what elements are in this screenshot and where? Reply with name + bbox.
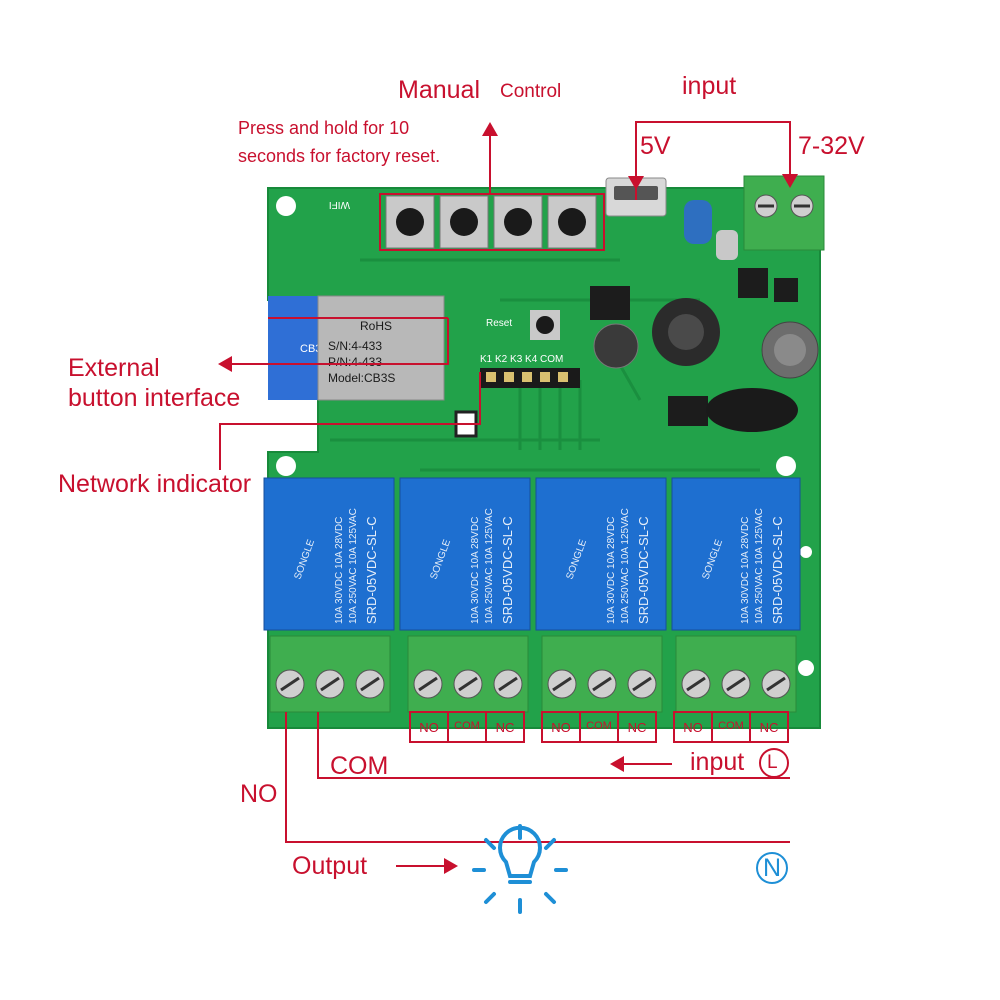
terminal-label-nc: NC	[627, 720, 647, 735]
terminal-label-nc: NC	[495, 720, 515, 735]
reset-instruction-line2: seconds for factory reset.	[238, 146, 441, 166]
annotation-lines	[218, 121, 798, 874]
terminal-label-com: COM	[586, 720, 612, 732]
neutral-symbol: N	[763, 854, 782, 882]
terminal-label-no: NO	[683, 720, 703, 735]
live-symbol: L	[767, 752, 778, 773]
manual-buttons	[385, 195, 597, 249]
light-bulb-icon	[472, 824, 568, 914]
relay-rating-text: 10A 30VDC 10A 28VDC	[334, 517, 345, 624]
push-button[interactable]	[439, 195, 489, 249]
screw-terminal-block	[675, 635, 797, 713]
relay-rating-text: 10A 250VAC 10A 125VAC	[484, 508, 495, 624]
reset-silkscreen: Reset	[486, 318, 512, 329]
relay-rating-text: 10A 250VAC 10A 125VAC	[620, 508, 631, 624]
input-top-label: input	[682, 72, 737, 100]
relay: SRD-05VDC-SL-C 10A 250VAC 10A 125VAC 10A…	[535, 477, 667, 631]
com-label: COM	[330, 752, 389, 780]
manual-label: Manual	[398, 76, 480, 104]
relay-rating-text: 10A 30VDC 10A 28VDC	[740, 517, 751, 624]
relay: SRD-05VDC-SL-C 10A 250VAC 10A 125VAC 10A…	[399, 477, 531, 631]
terminal-label-boxes	[409, 711, 789, 743]
wifi-silkscreen: WIFI	[329, 199, 350, 210]
push-button[interactable]	[385, 195, 435, 249]
terminal-label-com: COM	[454, 720, 480, 732]
push-button[interactable]	[493, 195, 543, 249]
live-symbol-circle	[759, 748, 789, 778]
relay-model-text: SRD-05VDC-SL-C	[500, 516, 515, 624]
output-label: Output	[292, 852, 368, 880]
external-button-header	[480, 368, 580, 388]
push-button[interactable]	[547, 195, 597, 249]
relay-rating-text: 10A 250VAC 10A 125VAC	[348, 508, 359, 624]
screw-terminal-block	[269, 635, 391, 713]
wifi-module: CB3S Model:CB3S P/N:4-433 S/N:4-433 RoHS	[268, 295, 445, 401]
5v-label: 5V	[640, 132, 671, 160]
no-label: NO	[240, 780, 278, 808]
relay-model-text: SRD-05VDC-SL-C	[770, 516, 785, 624]
screw-terminal-block	[541, 635, 663, 713]
terminal-label-no: NO	[419, 720, 439, 735]
reset-instruction-line1: Press and hold for 10	[238, 118, 410, 138]
relay-rating-text: 10A 250VAC 10A 125VAC	[754, 508, 765, 624]
input-bottom-label: input	[690, 748, 745, 776]
manual-control-box	[379, 193, 605, 251]
relay: SRD-05VDC-SL-C 10A 250VAC 10A 125VAC 10A…	[263, 477, 395, 631]
module-text-line: P/N:4-433	[328, 355, 382, 369]
7-32v-label: 7-32V	[798, 132, 865, 160]
module-text-line: RoHS	[360, 319, 392, 333]
network-indicator-label: Network indicator	[58, 470, 252, 498]
relay-rating-text: 10A 30VDC 10A 28VDC	[470, 517, 481, 624]
module-text-line: S/N:4-433	[328, 339, 382, 353]
components	[530, 200, 819, 432]
relays: SRD-05VDC-SL-C 10A 250VAC 10A 125VAC 10A…	[263, 477, 801, 631]
external-label-line2: button interface	[68, 384, 241, 412]
external-label-line1: External	[68, 354, 160, 382]
relay-model-text: SRD-05VDC-SL-C	[636, 516, 651, 624]
output-screw-terminals	[269, 635, 797, 713]
relay-rating-text: 10A 30VDC 10A 28VDC	[606, 517, 617, 624]
power-screw-terminal	[743, 175, 825, 251]
relay-model-text: SRD-05VDC-SL-C	[364, 516, 379, 624]
control-label: Control	[500, 81, 562, 102]
screw-terminal-block	[407, 635, 529, 713]
terminal-label-no: NO	[551, 720, 571, 735]
terminal-label-com: COM	[718, 720, 744, 732]
header-silkscreen: K1 K2 K3 K4 COM	[480, 354, 563, 365]
module-text-line: Model:CB3S	[328, 371, 395, 385]
neutral-symbol-circle	[756, 852, 788, 884]
relay: SRD-05VDC-SL-C 10A 250VAC 10A 125VAC 10A…	[671, 477, 801, 631]
terminal-label-nc: NC	[759, 720, 779, 735]
